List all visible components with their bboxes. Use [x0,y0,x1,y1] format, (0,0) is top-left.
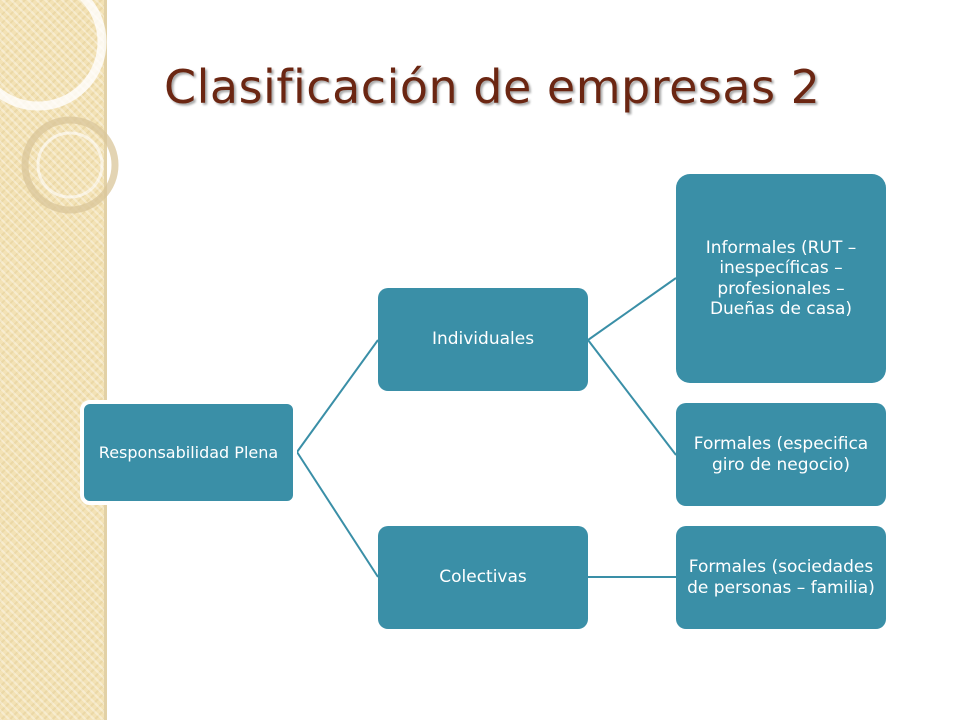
node-label: Colectivas [439,567,527,588]
node-formales-sociedades: Formales (sociedades de personas – famil… [676,526,886,629]
node-label: Responsabilidad Plena [98,442,279,462]
connector-root-colectivas [296,451,379,578]
node-label: Formales (sociedades de personas – famil… [687,557,875,598]
node-responsabilidad-plena: Responsabilidad Plena [80,400,297,505]
connector-individuales-formales-giro [587,339,677,456]
node-label: Formales (especifica giro de negocio) [693,434,869,475]
connector-root-individuales [296,339,379,453]
node-colectivas: Colectivas [378,526,588,629]
node-formales-giro: Formales (especifica giro de negocio) [676,403,886,506]
node-label: Informales (RUT – inespecíficas – profes… [705,237,857,319]
slide-title: Clasificación de empresas 2 [164,60,821,114]
node-informales: Informales (RUT – inespecíficas – profes… [676,174,886,383]
node-label: Individuales [431,329,535,350]
side-band-edge [104,0,107,720]
connector-individuales-informales [587,277,677,341]
decorative-rings [0,0,119,214]
node-individuales: Individuales [378,288,588,391]
